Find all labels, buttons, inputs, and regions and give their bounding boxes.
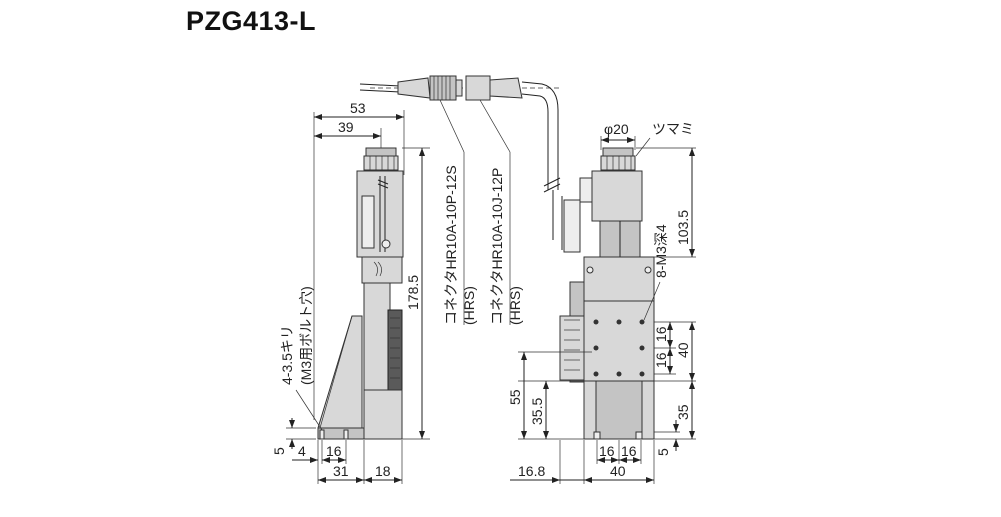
front-top-plate xyxy=(583,256,655,302)
connector-left-maker: (HRS) xyxy=(461,286,477,325)
model-title: PZG413-L xyxy=(186,6,317,36)
dim-31: 31 xyxy=(333,463,349,479)
dim-phi20: φ20 xyxy=(604,121,629,137)
dim-35: 35 xyxy=(675,404,691,420)
connector-left-name: コネクタHR10A-10P-12S xyxy=(443,165,459,325)
dim-18: 18 xyxy=(375,463,391,479)
hole-label-1: 4-3.5キリ xyxy=(279,325,295,385)
dim-39: 39 xyxy=(338,119,354,135)
dim-16-left: 16 xyxy=(326,443,342,459)
dim-40-right: 40 xyxy=(675,342,691,358)
dim-16-right-b: 16 xyxy=(653,352,669,368)
connector-right-maker: (HRS) xyxy=(507,286,523,325)
front-table xyxy=(583,300,655,382)
dim-103-5: 103.5 xyxy=(675,210,691,245)
dim-5-left: 5 xyxy=(271,447,287,455)
front-view: φ20 ツマミ xyxy=(507,121,696,484)
dim-16-bottom-a: 16 xyxy=(599,443,615,459)
connector-plug-left xyxy=(397,77,431,99)
front-knob-top xyxy=(602,147,634,157)
cable-assembly: コネクタHR10A-10P-12S (HRS) コネクタHR10A-10J-12… xyxy=(359,75,563,325)
dim-5-right: 5 xyxy=(655,448,671,456)
knob-label: ツマミ xyxy=(652,121,694,137)
connector-right-name: コネクタHR10A-10J-12P xyxy=(489,168,505,325)
tap-label: 8-M3深4 xyxy=(653,224,669,278)
connector-plug-right xyxy=(489,77,523,99)
side-upper-block xyxy=(361,256,403,284)
front-knob xyxy=(600,155,636,171)
connector-right-body xyxy=(465,75,491,101)
dim-16-right-a: 16 xyxy=(653,326,669,342)
dim-55: 55 xyxy=(507,389,523,405)
tap-holes xyxy=(593,319,645,377)
side-l-bracket xyxy=(317,315,363,440)
side-knob xyxy=(363,155,399,171)
hole-label-2: (M3用ボルト穴) xyxy=(298,286,314,385)
dim-35-5: 35.5 xyxy=(529,398,545,425)
dim-53: 53 xyxy=(350,100,366,116)
dim-16-8: 16.8 xyxy=(518,463,545,479)
dim-4: 4 xyxy=(298,443,306,459)
dim-178-5: 178.5 xyxy=(405,275,421,310)
front-motor xyxy=(591,170,643,222)
dim-16-bottom-b: 16 xyxy=(621,443,637,459)
side-view: 53 39 xyxy=(271,100,430,484)
side-knob-top xyxy=(365,147,397,157)
dim-40-bottom: 40 xyxy=(610,463,626,479)
